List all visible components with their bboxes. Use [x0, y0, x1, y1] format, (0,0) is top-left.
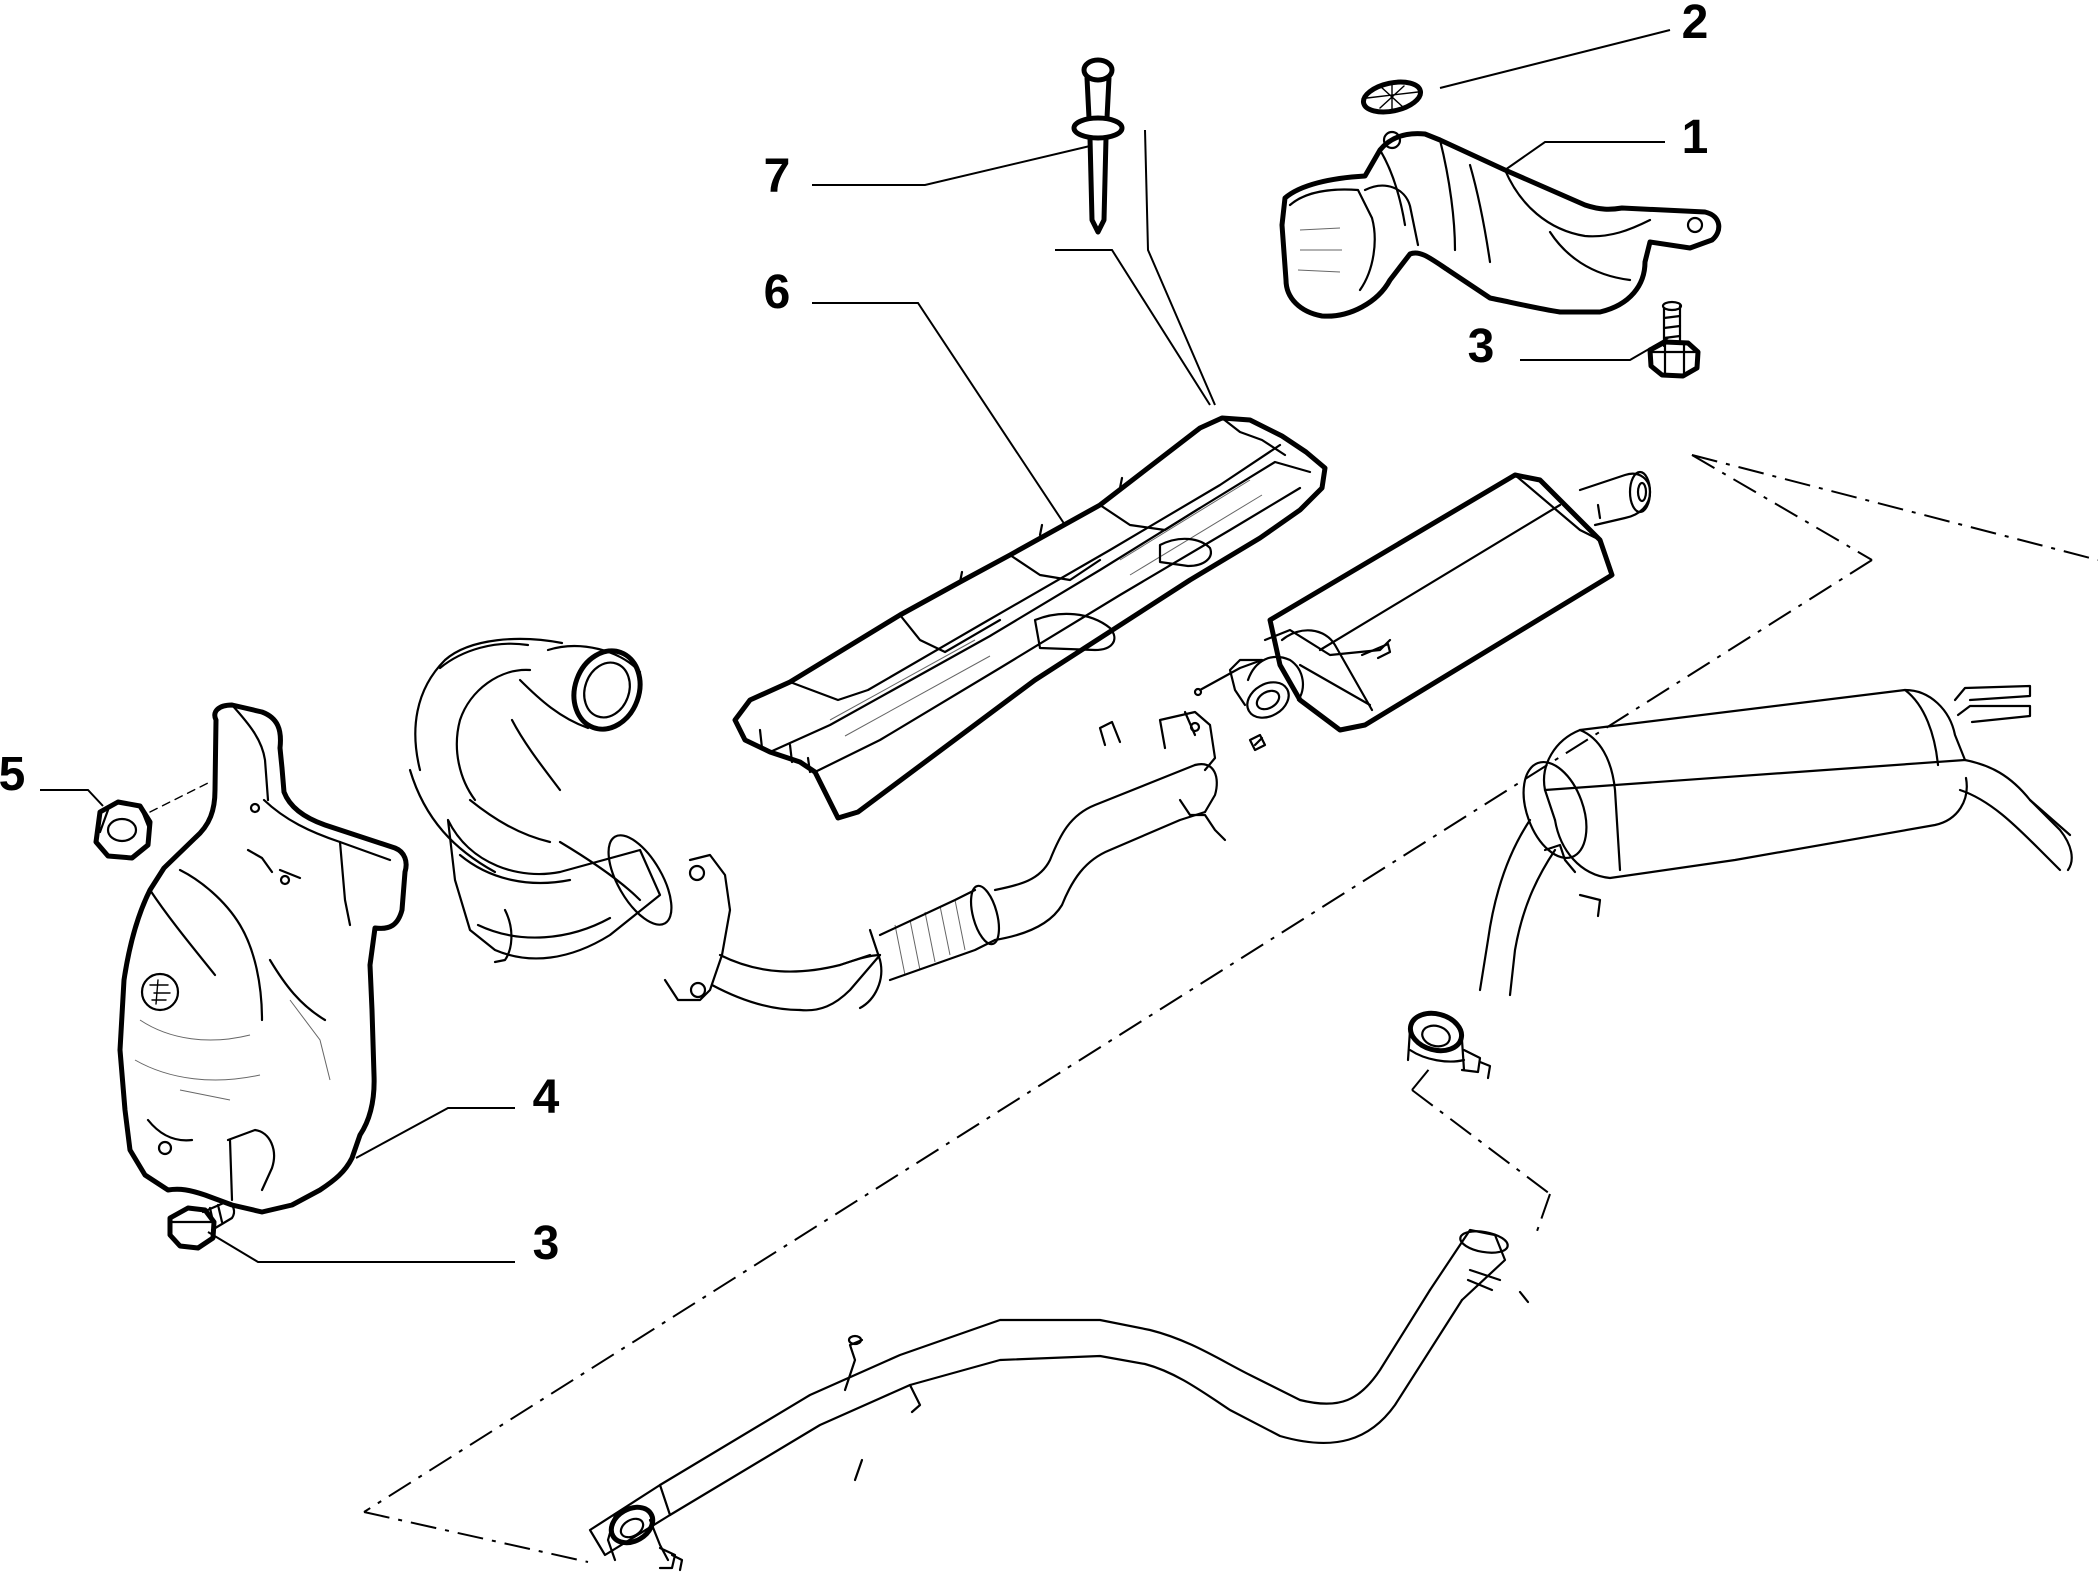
callout-7: 7 [764, 150, 791, 203]
callout-4: 4 [533, 1071, 560, 1124]
rivet-part [1071, 57, 1125, 235]
assembly-dash-lines [363, 454, 2098, 1563]
callout-6: 6 [764, 266, 791, 319]
callout-5: 5 [0, 748, 25, 801]
intermediate-tail-pipe-part [588, 1228, 1530, 1572]
centre-silencer-part [1193, 470, 1652, 752]
callout-3-bottom: 3 [533, 1217, 560, 1270]
leader-lines [40, 29, 1671, 1263]
manifold-heat-shield-part [117, 702, 409, 1215]
upper-heat-shield-part [1279, 130, 1722, 319]
rear-silencer-part [1406, 684, 2073, 1080]
callout-2: 2 [1682, 0, 1709, 49]
flange-nut-part [93, 781, 211, 861]
callout-3-top: 3 [1468, 320, 1495, 373]
underbody-heat-shield-part [732, 415, 1328, 821]
spring-nut-part [1360, 79, 1424, 115]
bolt-top-part [1647, 300, 1701, 379]
bolt-bottom-part [167, 1200, 236, 1251]
catalytic-converter-pipe-part [408, 637, 1227, 1012]
callout-1: 1 [1682, 111, 1709, 164]
